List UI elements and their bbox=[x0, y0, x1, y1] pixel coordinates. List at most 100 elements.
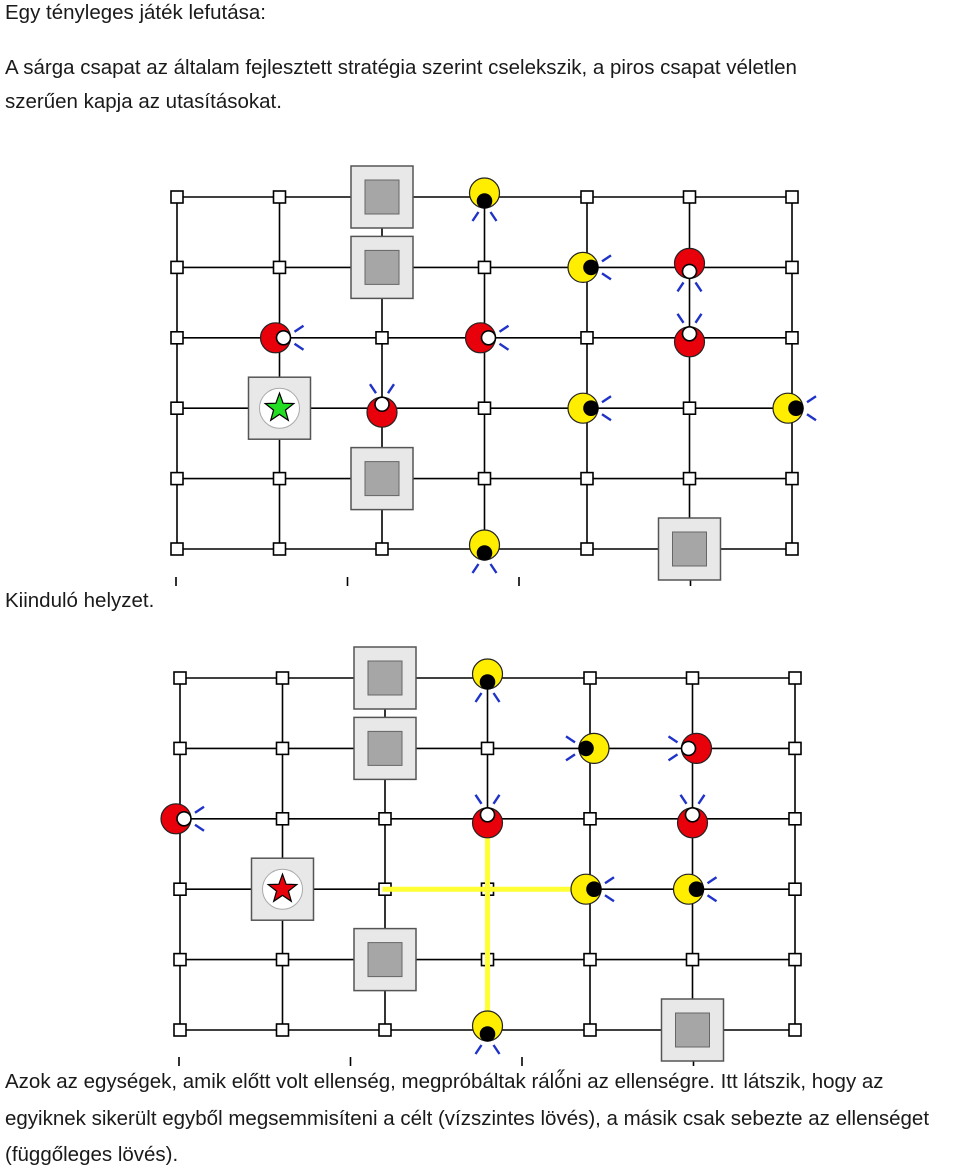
wall-inner bbox=[364, 249, 400, 285]
unit-turret bbox=[681, 326, 698, 342]
intro-paragraph: A sárga csapat az általam fejlesztett st… bbox=[5, 51, 797, 119]
unit-turret bbox=[476, 545, 493, 561]
grid-node bbox=[788, 741, 802, 756]
grid-node bbox=[275, 952, 290, 967]
red-star-icon bbox=[266, 872, 299, 903]
grid-node bbox=[785, 260, 799, 275]
grid-node bbox=[788, 882, 802, 896]
grid-node bbox=[682, 401, 697, 415]
grid-node bbox=[785, 331, 799, 345]
grid-node bbox=[682, 190, 697, 204]
wall-block bbox=[353, 646, 417, 710]
unit-turret bbox=[275, 330, 292, 346]
red-unit bbox=[673, 313, 706, 358]
grid-node bbox=[785, 471, 799, 486]
unit-direction-marks bbox=[676, 313, 703, 324]
yellow-unit bbox=[471, 1010, 504, 1055]
grid-node bbox=[785, 190, 799, 204]
grid-node bbox=[477, 401, 492, 415]
grid-node bbox=[170, 401, 184, 415]
unit-direction-marks bbox=[601, 254, 612, 281]
grid-node bbox=[375, 542, 389, 556]
unit-turret bbox=[476, 193, 493, 209]
unit-turret bbox=[684, 807, 701, 823]
wall-inner bbox=[367, 730, 403, 766]
unit-turret bbox=[788, 400, 804, 416]
wall-block bbox=[350, 446, 414, 511]
grid-node bbox=[272, 260, 287, 275]
grid-node bbox=[378, 812, 392, 826]
grid-node bbox=[173, 1023, 187, 1037]
unit-direction-marks bbox=[604, 876, 615, 903]
after-shooting-board-diagram bbox=[160, 646, 802, 1066]
unit-direction-marks bbox=[806, 395, 817, 422]
grid-node bbox=[580, 471, 594, 486]
wall-inner bbox=[367, 660, 403, 696]
unit-direction-marks bbox=[369, 383, 395, 394]
unit-direction-marks bbox=[474, 1044, 501, 1055]
red-unit bbox=[464, 322, 510, 354]
grid-node bbox=[170, 542, 184, 556]
grid-node bbox=[477, 260, 492, 275]
team-base bbox=[247, 376, 312, 440]
unit-turret bbox=[681, 263, 698, 280]
grid-node bbox=[272, 542, 287, 556]
wall-block bbox=[350, 235, 414, 300]
wall-block bbox=[660, 998, 725, 1062]
wall-inner bbox=[364, 179, 400, 215]
grid-node bbox=[170, 190, 184, 204]
grid-node bbox=[173, 741, 187, 756]
red-unit bbox=[160, 803, 205, 835]
unit-direction-marks bbox=[293, 324, 305, 351]
unit-turret bbox=[176, 811, 192, 827]
grid-node bbox=[275, 741, 290, 756]
grid-node bbox=[272, 190, 287, 204]
grid-node bbox=[480, 741, 495, 756]
unit-direction-marks bbox=[565, 735, 576, 762]
intro-line-1: A sárga csapat az általam fejlesztett st… bbox=[5, 56, 797, 79]
grid-node bbox=[583, 952, 597, 967]
unit-direction-marks bbox=[706, 876, 718, 903]
base-frame bbox=[247, 376, 312, 440]
grid-node bbox=[685, 952, 700, 967]
team-base bbox=[250, 857, 315, 921]
grid-node bbox=[583, 812, 597, 826]
intro-line-2: szerűen kapja az utasításokat. bbox=[5, 90, 282, 113]
yellow-unit bbox=[471, 658, 504, 703]
wall-block bbox=[353, 927, 417, 992]
yellow-unit bbox=[672, 873, 718, 905]
unit-turret bbox=[583, 400, 599, 416]
grid-node bbox=[173, 671, 187, 685]
unit-direction-marks bbox=[601, 395, 612, 422]
unit-direction-marks bbox=[474, 692, 501, 703]
initial-board-diagram bbox=[170, 165, 817, 586]
red-unit bbox=[259, 322, 305, 354]
unit-turret bbox=[578, 740, 594, 757]
grid-node bbox=[375, 331, 389, 345]
red-unit bbox=[673, 247, 706, 293]
initial-board-caption: Kiinduló helyzet. bbox=[5, 589, 155, 612]
grid-node bbox=[275, 1023, 290, 1037]
grid-node bbox=[788, 812, 802, 826]
grid-node bbox=[583, 671, 597, 685]
wall-inner bbox=[672, 531, 707, 567]
grid-node bbox=[685, 671, 700, 685]
grid-node bbox=[785, 542, 799, 556]
red-unit bbox=[676, 794, 709, 839]
after-shooting-caption: Azok az egységek, amik előtt volt ellens… bbox=[5, 1070, 930, 1166]
yellow-unit bbox=[565, 732, 610, 765]
grid-node bbox=[170, 331, 184, 345]
wall-inner bbox=[364, 461, 400, 497]
grid-node bbox=[173, 952, 187, 967]
grid-node bbox=[682, 471, 697, 486]
unit-direction-marks bbox=[667, 735, 679, 762]
yellow-unit bbox=[570, 873, 615, 905]
red-unit bbox=[366, 383, 398, 428]
grid-node bbox=[788, 952, 802, 967]
yellow-unit bbox=[468, 177, 501, 222]
document-heading: Egy tényleges játék lefutása: bbox=[5, 1, 266, 24]
unit-direction-marks bbox=[679, 794, 706, 805]
unit-turret bbox=[374, 396, 390, 412]
yellow-unit bbox=[567, 392, 612, 424]
unit-turret bbox=[480, 330, 497, 346]
